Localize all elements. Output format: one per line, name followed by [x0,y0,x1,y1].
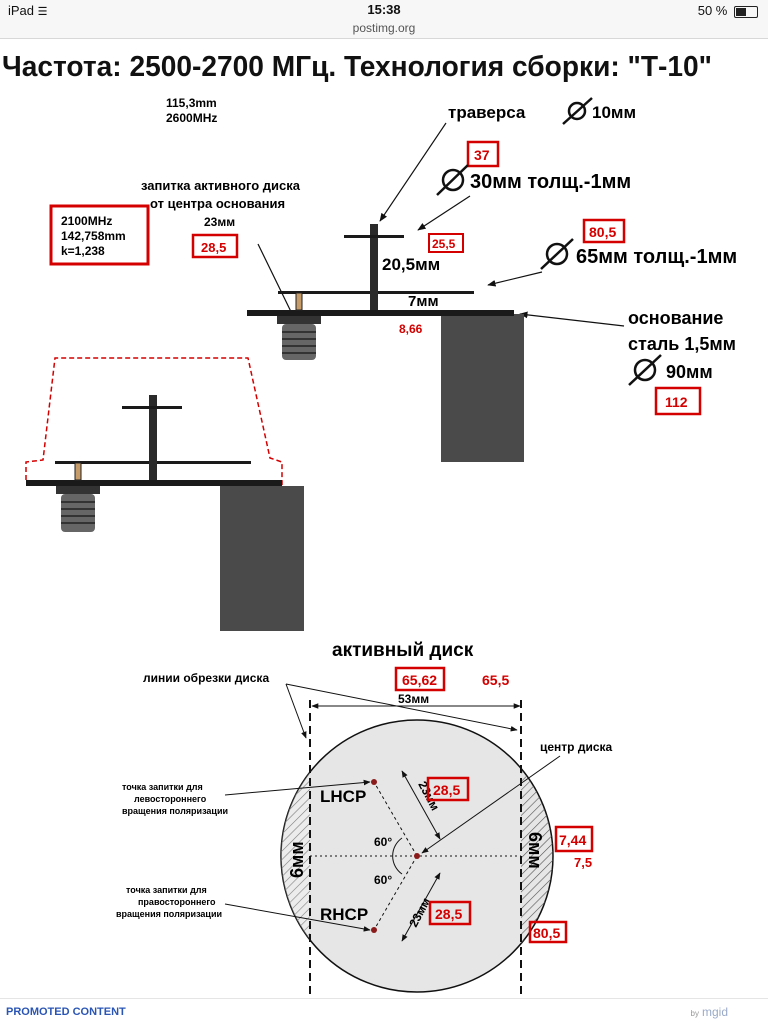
base-red-box [654,386,702,416]
antenna-diagram: Частота: 2500-2700 МГц. Технология сборк… [2,51,737,1023]
diameter-icon [540,238,574,270]
box-2100 [49,204,150,266]
disk30-label: 30мм толщ.-1мм [470,171,631,193]
active-disk-title: активный диск [332,640,474,661]
status-left: iPad ☰ [8,3,48,18]
antenna-radome-view [25,357,304,631]
battery-icon [734,5,758,18]
rhcp-arrow [224,903,371,932]
active-disk [280,700,554,1023]
status-right: 50 % [698,3,758,18]
cut-red-box [554,825,594,853]
diameter-icon [562,97,593,125]
lhcp-note-1: точка запитки для [122,782,203,792]
rhcp-note-3: вращения поляризации [116,909,222,919]
width-red-box-value: 65,62 [402,672,437,688]
diagram-title: Частота: 2500-2700 МГц. Технология сборк… [2,51,712,83]
gap-red-value: 8,66 [399,322,423,336]
box-2100-line1: 2100MHz [61,214,112,228]
disk65-red-box [582,218,626,244]
lhcp-red-value: 28,5 [433,782,460,798]
ad-brand-name: mgid [701,1005,728,1019]
angle-top: 60° [374,835,392,849]
disk30-red-box [466,140,500,168]
wifi-icon: ☰ [37,6,48,18]
status-bar: iPad ☰ 15:38 50 % [0,0,768,20]
disk30-red-value: 37 [474,147,490,163]
disk30-red-box-2 [428,233,464,253]
rhcp-red-box [428,900,472,926]
traverse-diameter: 10мм [592,103,636,122]
ad-by: by [690,1009,699,1018]
disk30-arrow [417,195,471,231]
diameter-icon [628,354,662,386]
lhcp-arrow [224,779,371,796]
lhcp-note-2: левостороннего [134,794,207,804]
angle-bottom: 60° [374,873,392,887]
base-diameter: 90мм [666,362,713,382]
feed-arrow [257,243,297,323]
feed-label-2: от центра основания [150,196,285,211]
cut-red-value: 7,5 [574,855,592,870]
lhcp-note-3: вращения поляризации [122,806,228,816]
url-text: postimg.org [352,21,416,35]
disk65-label: 65мм толщ.-1мм [576,246,737,268]
traverse-label: траверса [448,103,526,122]
rhcp-red-value: 28,5 [435,906,462,922]
feed-label-1: запитка активного диска [141,178,301,193]
left-cut-label: 6мм [287,841,307,878]
antenna-side-view [247,224,524,462]
width-red-box [394,666,446,692]
box-2100-line3: k=1,238 [61,244,105,258]
cut-lines-label: линии обрезки диска [143,671,269,685]
status-time: 15:38 [367,2,401,17]
rhcp-note-1: точка запитки для [126,885,207,895]
note-frequency: 2600MHz [166,111,217,125]
width-red-value: 65,5 [482,672,509,688]
box-2100-line2: 142,758mm [61,229,126,243]
feed-red-value: 28,5 [201,240,226,255]
bottom-right-red-box [528,920,568,944]
base-arrow [519,311,625,327]
base-red-value: 112 [665,394,688,410]
base-label-1: основание [628,308,723,328]
rhcp-note-2: правостороннего [138,897,216,907]
traverse-arrow [379,122,447,222]
disk65-arrow [487,271,543,287]
feed-distance: 23мм [204,215,235,229]
center-arrow [421,755,561,854]
cut-arrow-left [285,683,307,739]
feed-red-box [191,233,239,259]
address-bar[interactable]: postimg.org [0,20,768,39]
disk65-red-value: 80,5 [589,224,616,240]
promoted-content-label[interactable]: PROMOTED CONTENT [6,1006,126,1018]
lhcp-red-box [426,776,470,802]
device-name: iPad [8,3,35,18]
cut-red-box-value: 7,44 [559,832,586,848]
diagram-image: Частота: 2500-2700 МГц. Технология сборк… [0,38,768,1023]
base-label-2: сталь 1,5мм [628,334,736,354]
lhcp-label: LHCP [320,787,366,806]
right-cut-label: 6мм [525,832,545,869]
bottom-right-red-value: 80,5 [533,925,560,941]
battery-percent: 50 % [697,3,728,18]
rhcp-label: RHCP [320,905,368,924]
center-label: центр диска [540,740,613,754]
width-label: 53мм [398,692,429,706]
height-label: 20,5мм [382,255,440,274]
gap-label: 7мм [408,293,439,310]
disk30-red-value-2: 25,5 [432,237,456,251]
note-length: 115,3mm [166,96,217,110]
diameter-icon [436,164,469,196]
